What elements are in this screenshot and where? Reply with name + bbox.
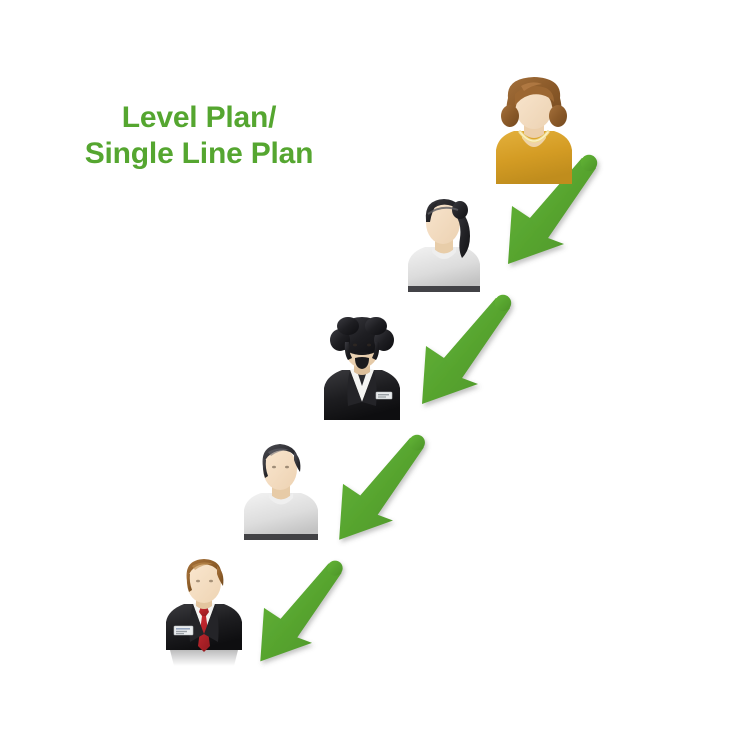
person-avatar-level-1 — [484, 72, 584, 184]
arrow-level-2-to-3 — [400, 292, 530, 422]
person-avatar-level-4 — [234, 438, 328, 544]
arrow-level-4-to-5 — [240, 558, 360, 678]
arrow-level-3-to-4 — [318, 432, 443, 557]
person-avatar-level-5 — [156, 554, 252, 666]
arrow-level-1-to-2 — [486, 152, 616, 282]
person-avatar-level-3 — [314, 316, 410, 424]
page-title: Level Plan/ Single Line Plan — [84, 101, 314, 170]
person-avatar-level-2 — [398, 192, 490, 296]
